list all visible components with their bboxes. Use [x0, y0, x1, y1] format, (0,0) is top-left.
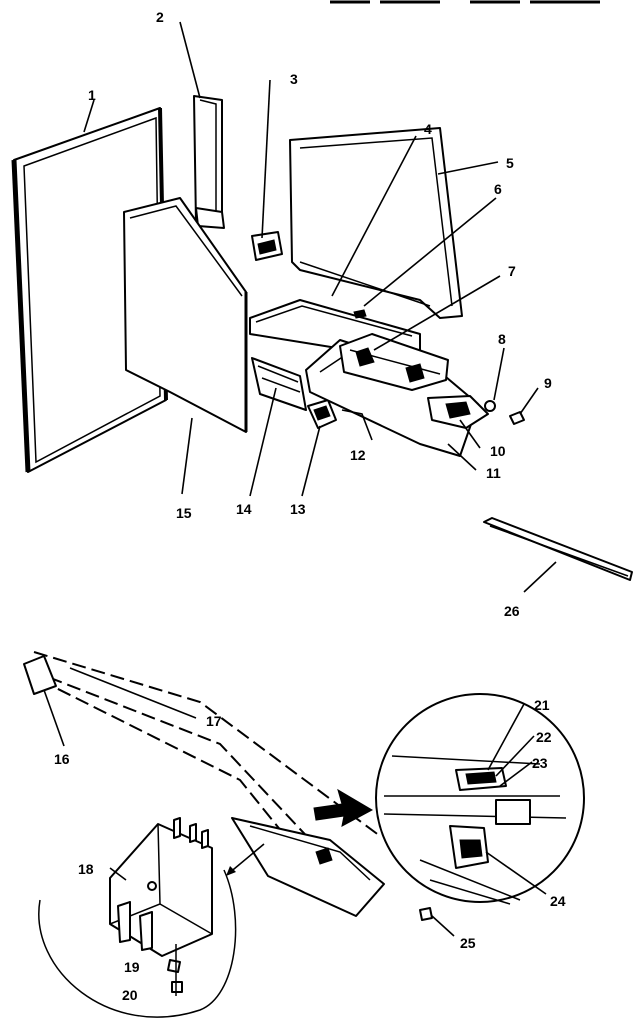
callout-20: 20 — [122, 987, 138, 1003]
switch-assembly — [427, 395, 525, 429]
callout-11: 11 — [486, 465, 501, 481]
clip-part — [251, 231, 283, 261]
back-liner — [289, 127, 463, 319]
guide-rail — [251, 357, 307, 411]
loose-rail — [483, 517, 633, 581]
vertical-bracket — [193, 95, 225, 229]
callout-3: 3 — [290, 71, 298, 87]
callout-9: 9 — [544, 375, 552, 391]
callout-1: 1 — [88, 87, 96, 103]
callout-26: 26 — [504, 603, 520, 619]
callout-13: 13 — [290, 501, 306, 517]
small-bracket — [307, 399, 337, 429]
control-assembly — [339, 333, 449, 391]
callout-8: 8 — [498, 331, 506, 347]
screw-and-washer — [167, 944, 183, 996]
callout-17: 17 — [206, 713, 222, 729]
callout-7: 7 — [508, 263, 516, 279]
callout-10: 10 — [490, 443, 506, 459]
callout-19: 19 — [124, 959, 140, 975]
callout-22: 22 — [536, 729, 552, 745]
callout-labels: 1 2 3 4 5 6 7 8 9 10 11 12 13 14 15 16 1… — [54, 9, 566, 1003]
mounting-screw — [419, 907, 433, 921]
callout-4: 4 — [424, 121, 432, 137]
callout-2: 2 — [156, 9, 164, 25]
callout-24: 24 — [550, 893, 566, 909]
callout-25: 25 — [460, 935, 476, 951]
callout-6: 6 — [494, 181, 502, 197]
leader-lines — [43, 21, 557, 937]
callout-18: 18 — [78, 861, 94, 877]
door-panel — [11, 107, 168, 473]
front-liner-panel — [123, 197, 248, 433]
magnified-detail — [375, 693, 585, 905]
relay-block-detail — [38, 817, 237, 1018]
callout-5: 5 — [506, 155, 514, 171]
callout-12: 12 — [350, 447, 366, 463]
callout-23: 23 — [532, 755, 548, 771]
callout-15: 15 — [176, 505, 192, 521]
detail-arrows — [226, 788, 374, 876]
callout-16: 16 — [54, 751, 70, 767]
callout-21: 21 — [534, 697, 550, 713]
callout-14: 14 — [236, 501, 252, 517]
long-rail-assembly — [23, 651, 385, 917]
